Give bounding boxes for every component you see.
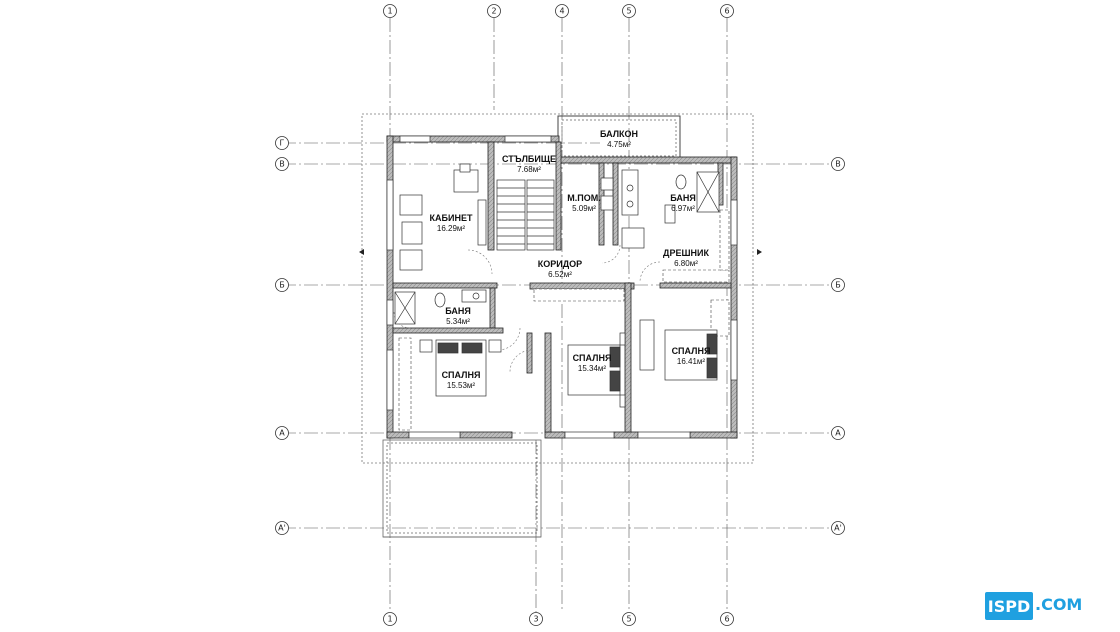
room-labels: БАЛКОН 4.75м² СТЪЛБИЩЕ 7.68м² М.ПОМ. 5.0… <box>430 129 711 390</box>
axis-label-col: 5 <box>626 7 631 16</box>
axis-bubbles <box>275 4 845 626</box>
axis-label-col: 6 <box>724 7 729 16</box>
axis-label-col: 4 <box>559 7 564 16</box>
room-name-staircase: СТЪЛБИЩЕ <box>502 154 556 164</box>
axis-label-row: В <box>835 160 841 169</box>
section-markers <box>359 249 762 255</box>
axis-label-row: Б <box>835 281 841 290</box>
axis-labels: 1 2 4 5 6 1 3 5 6 Г В Б А А' В Б А А' <box>278 7 842 624</box>
room-area-bath-lower: 5.34м² <box>446 317 470 326</box>
roof-outline <box>361 113 754 464</box>
axis-label-row: Г <box>280 139 285 148</box>
room-area-utility: 5.09м² <box>572 204 596 213</box>
axis-label-col: 1 <box>387 7 392 16</box>
axis-label-col: 6 <box>724 615 729 624</box>
axis-label-row: Б <box>279 281 285 290</box>
room-name-bedroom-middle: СПАЛНЯ <box>573 353 612 363</box>
axis-label-col: 3 <box>533 615 538 624</box>
axis-label-row: В <box>279 160 285 169</box>
axis-label-row: А' <box>834 524 842 533</box>
windows <box>386 135 738 439</box>
room-name-balcony: БАЛКОН <box>600 129 638 139</box>
room-area-wardrobe: 6.80м² <box>674 259 698 268</box>
room-area-study: 16.29м² <box>437 224 466 233</box>
staircase-steps <box>496 179 555 251</box>
axis-label-col: 1 <box>387 615 392 624</box>
grid-lines <box>282 18 832 612</box>
room-area-bedroom-left: 15.53м² <box>447 381 476 390</box>
room-name-bedroom-left: СПАЛНЯ <box>442 370 481 380</box>
room-name-corridor: КОРИДОР <box>538 259 582 269</box>
room-area-bedroom-right: 16.41м² <box>677 357 706 366</box>
brand-logo[interactable]: ISPD .COM <box>983 589 1113 623</box>
room-name-bath-upper: БАНЯ <box>670 193 696 203</box>
room-name-bath-lower: БАНЯ <box>445 306 471 316</box>
axis-label-row: А' <box>278 524 286 533</box>
room-area-bedroom-middle: 15.34м² <box>578 364 607 373</box>
room-name-study: КАБИНЕТ <box>430 213 473 223</box>
logo-brand: ISPD <box>988 597 1030 616</box>
axis-label-row: А <box>279 429 285 438</box>
axis-label-col: 2 <box>491 7 496 16</box>
beds <box>419 319 718 408</box>
logo-mark-icon: ISPD <box>985 592 1033 620</box>
terrace <box>382 439 542 538</box>
room-area-balcony: 4.75м² <box>607 140 631 149</box>
study-furniture <box>399 163 487 271</box>
room-area-staircase: 7.68м² <box>517 165 541 174</box>
axis-label-row: А <box>835 429 841 438</box>
room-name-utility: М.ПОМ. <box>567 193 600 203</box>
room-area-bath-upper: 6.97м² <box>671 204 695 213</box>
walls <box>386 135 738 439</box>
bath-fixtures <box>394 169 720 325</box>
axis-label-col: 5 <box>626 615 631 624</box>
room-name-bedroom-right: СПАЛНЯ <box>672 346 711 356</box>
logo-suffix: .COM <box>1035 595 1083 614</box>
wardrobe-shelves <box>398 209 730 431</box>
room-area-corridor: 6.52м² <box>548 270 572 279</box>
room-name-wardrobe: ДРЕШНИК <box>663 248 709 258</box>
